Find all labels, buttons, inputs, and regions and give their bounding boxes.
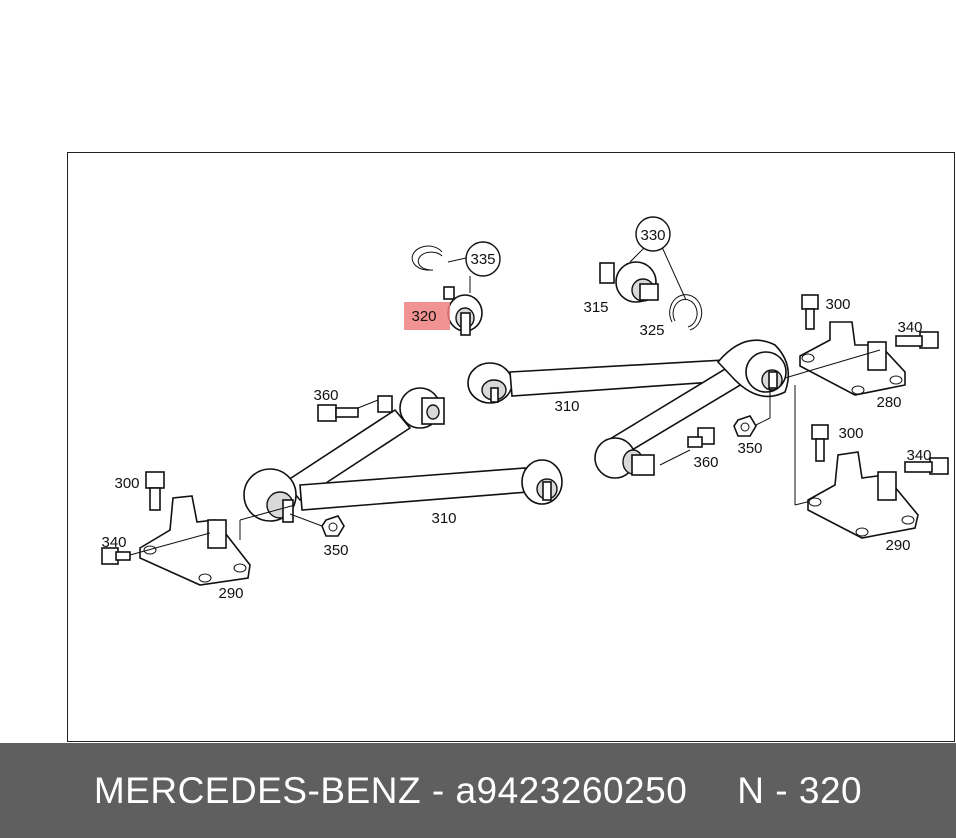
parts-diagram-frame (67, 152, 955, 742)
callout-350-right: 350 (737, 440, 762, 457)
callout-335: 335 (470, 251, 495, 268)
callout-340-top: 340 (897, 319, 922, 336)
callout-360-right: 360 (693, 454, 718, 471)
callout-300-left: 300 (114, 475, 139, 492)
bolt-340-right (904, 457, 949, 475)
bolt-360-left (317, 404, 359, 422)
callout-350-left: 350 (323, 542, 348, 559)
bolt-340-top (895, 331, 939, 349)
position-label: N - 320 (737, 769, 863, 811)
bolt-340-left (101, 547, 131, 565)
callout-320: 320 (411, 308, 436, 325)
bracket-290-right (807, 451, 919, 539)
part-number: a9423260250 (455, 769, 688, 811)
callout-325: 325 (639, 322, 664, 339)
snap-ring-335 (411, 245, 443, 271)
callout-330: 330 (640, 227, 665, 244)
snap-ring-325 (669, 294, 703, 331)
bracket-290-left (139, 495, 251, 586)
callout-300-top: 300 (825, 296, 850, 313)
control-arm-310-upper (467, 339, 790, 479)
callout-290-right: 290 (885, 537, 910, 554)
bolt-360-right (687, 427, 715, 448)
callout-360-left: 360 (313, 387, 338, 404)
callout-340-right: 340 (906, 447, 931, 464)
callout-300-right: 300 (838, 425, 863, 442)
bolt-300-right (811, 424, 829, 462)
callout-310-top: 310 (554, 398, 579, 415)
bushing-320 (443, 286, 483, 336)
separator: - (421, 769, 456, 811)
callout-340-left: 340 (101, 534, 126, 551)
footer-bar: MERCEDES-BENZ - a9423260250 N - 320 (0, 743, 956, 838)
control-arm-310-lower (243, 387, 563, 523)
nut-350-right (733, 415, 757, 437)
bolt-300-top (801, 294, 819, 330)
callout-280: 280 (876, 394, 901, 411)
callout-310-bottom: 310 (431, 510, 456, 527)
bolt-300-left (145, 471, 165, 511)
footer-caption: MERCEDES-BENZ - a9423260250 N - 320 (0, 743, 956, 838)
brand-name: MERCEDES-BENZ (93, 769, 422, 811)
callout-290-left: 290 (218, 585, 243, 602)
parts-diagram: 335 320 330 315 325 300 340 280 310 360 … (101, 216, 949, 602)
nut-350-left (321, 515, 345, 537)
callout-circle-330 (635, 216, 671, 252)
bushing-315 (599, 261, 659, 303)
callout-315: 315 (583, 299, 608, 316)
callout-circle-335 (465, 241, 501, 277)
highlight-320 (404, 302, 450, 330)
